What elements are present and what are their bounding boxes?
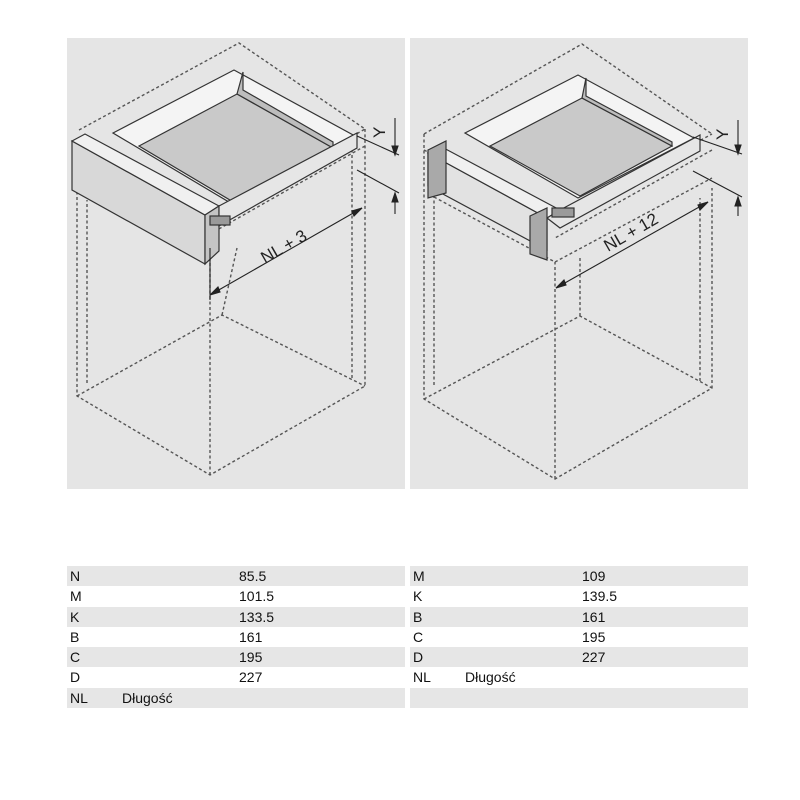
- row-code: C: [413, 628, 424, 645]
- row-value: 139.5: [582, 588, 618, 605]
- row-value: 227: [582, 649, 606, 666]
- table-row: M 101.5: [67, 586, 405, 606]
- left-drawing-panel: NL + 3 Y: [67, 38, 405, 489]
- row-value: 195: [239, 649, 263, 666]
- left-dimension-table: N 85.5 M 101.5 K 133.5 B 161 C 195 D 227…: [67, 566, 405, 709]
- row-code: NL: [70, 689, 88, 706]
- table-row: NL Długość: [67, 687, 405, 709]
- row-value: 85.5: [239, 568, 267, 584]
- table-row: D 227: [67, 667, 405, 687]
- table-row: NL Długość: [410, 667, 748, 687]
- row-value: 161: [582, 608, 606, 625]
- right-cabinet-drawing: NL + 12 Y: [423, 43, 743, 480]
- row-code: M: [413, 568, 425, 584]
- table-row-empty: [410, 687, 748, 709]
- right-dimension-table: M 109 K 139.5 B 161 C 195 D 227 NL Długo…: [410, 566, 748, 709]
- row-code: B: [70, 628, 80, 645]
- row-code: D: [413, 649, 424, 666]
- row-code: NL: [413, 669, 431, 686]
- table-row: B 161: [410, 606, 748, 627]
- right-drawing-panel: NL + 12 Y: [410, 38, 748, 489]
- table-row: K 139.5: [410, 586, 748, 606]
- row-code: N: [70, 568, 81, 584]
- table-row: D 227: [410, 647, 748, 668]
- row-value: 101.5: [239, 588, 275, 605]
- table-row: C 195: [67, 647, 405, 668]
- row-code: D: [70, 669, 81, 686]
- row-value: 133.5: [239, 608, 275, 625]
- table-row: C 195: [410, 627, 748, 647]
- left-y-dimension-label: Y: [370, 127, 389, 138]
- table-row: B 161: [67, 627, 405, 647]
- left-cabinet-drawing: NL + 3 Y: [70, 42, 400, 476]
- right-y-dimension-label: Y: [713, 129, 732, 140]
- row-value: 109: [582, 568, 606, 584]
- row-code: M: [70, 588, 82, 605]
- table-row: K 133.5: [67, 606, 405, 627]
- left-nl-dimension-label: NL + 3: [258, 226, 311, 267]
- row-value: 227: [239, 669, 263, 686]
- row-code: B: [413, 608, 423, 625]
- row-code: K: [413, 588, 423, 605]
- table-row: M 109: [410, 566, 748, 587]
- row-description: Długość: [122, 689, 173, 706]
- row-value: 195: [582, 628, 606, 645]
- row-code: C: [70, 649, 81, 666]
- table-row: N 85.5: [67, 566, 405, 587]
- row-value: 161: [239, 628, 263, 645]
- row-code: K: [70, 608, 80, 625]
- row-description: Długość: [465, 669, 516, 686]
